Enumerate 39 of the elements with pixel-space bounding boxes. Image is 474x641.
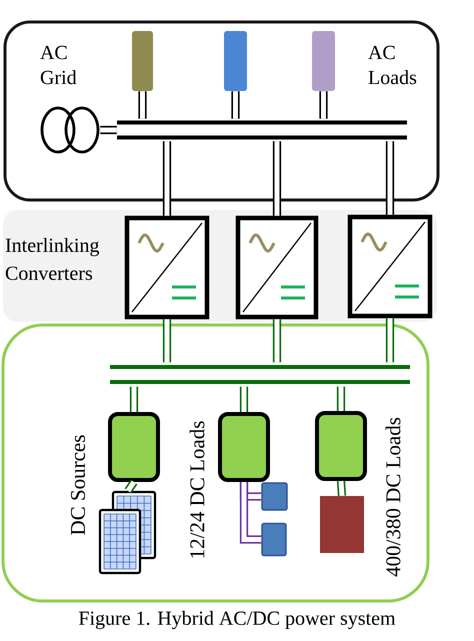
caption: Figure 1. Hybrid AC/DC power system: [78, 610, 396, 630]
connector: [130, 386, 138, 412]
section-label: DC Sources: [70, 435, 86, 535]
connector: [162, 141, 172, 216]
bus-bar: [115, 120, 409, 140]
connector: [138, 91, 147, 119]
converter-box: [218, 412, 270, 482]
connector: [386, 318, 394, 362]
load-box: [312, 31, 335, 92]
transformer-symbol: [40, 106, 100, 154]
section-label: Interlinking Converters: [6, 238, 100, 280]
connector: [336, 386, 346, 411]
connector: [162, 319, 172, 362]
section-label: 12/24 DC Loads: [190, 421, 204, 558]
connector: [272, 319, 282, 362]
connector: [240, 482, 262, 544]
load-box: [224, 31, 247, 92]
converter-box: [348, 214, 432, 318]
load-box: [261, 522, 287, 556]
connector: [100, 126, 117, 134]
converter-box: [236, 216, 318, 320]
load-box: [261, 482, 288, 511]
load-box: [320, 496, 364, 553]
connector: [319, 91, 328, 119]
converter-box: [108, 412, 160, 482]
solar-panel-drawing: [98, 490, 156, 574]
converter-box: [124, 216, 210, 320]
connector: [231, 91, 240, 119]
converter-box: [315, 411, 367, 481]
connector: [124, 480, 138, 494]
bus-bar: [108, 365, 412, 384]
connector: [336, 480, 346, 496]
connector: [240, 386, 248, 412]
connector: [386, 141, 394, 215]
section-label: 400/380 DC Loads: [386, 418, 400, 576]
load-box: [132, 31, 153, 92]
connector: [272, 141, 282, 216]
section-label: AC Grid: [40, 46, 76, 84]
section-label: AC Loads: [368, 46, 416, 84]
